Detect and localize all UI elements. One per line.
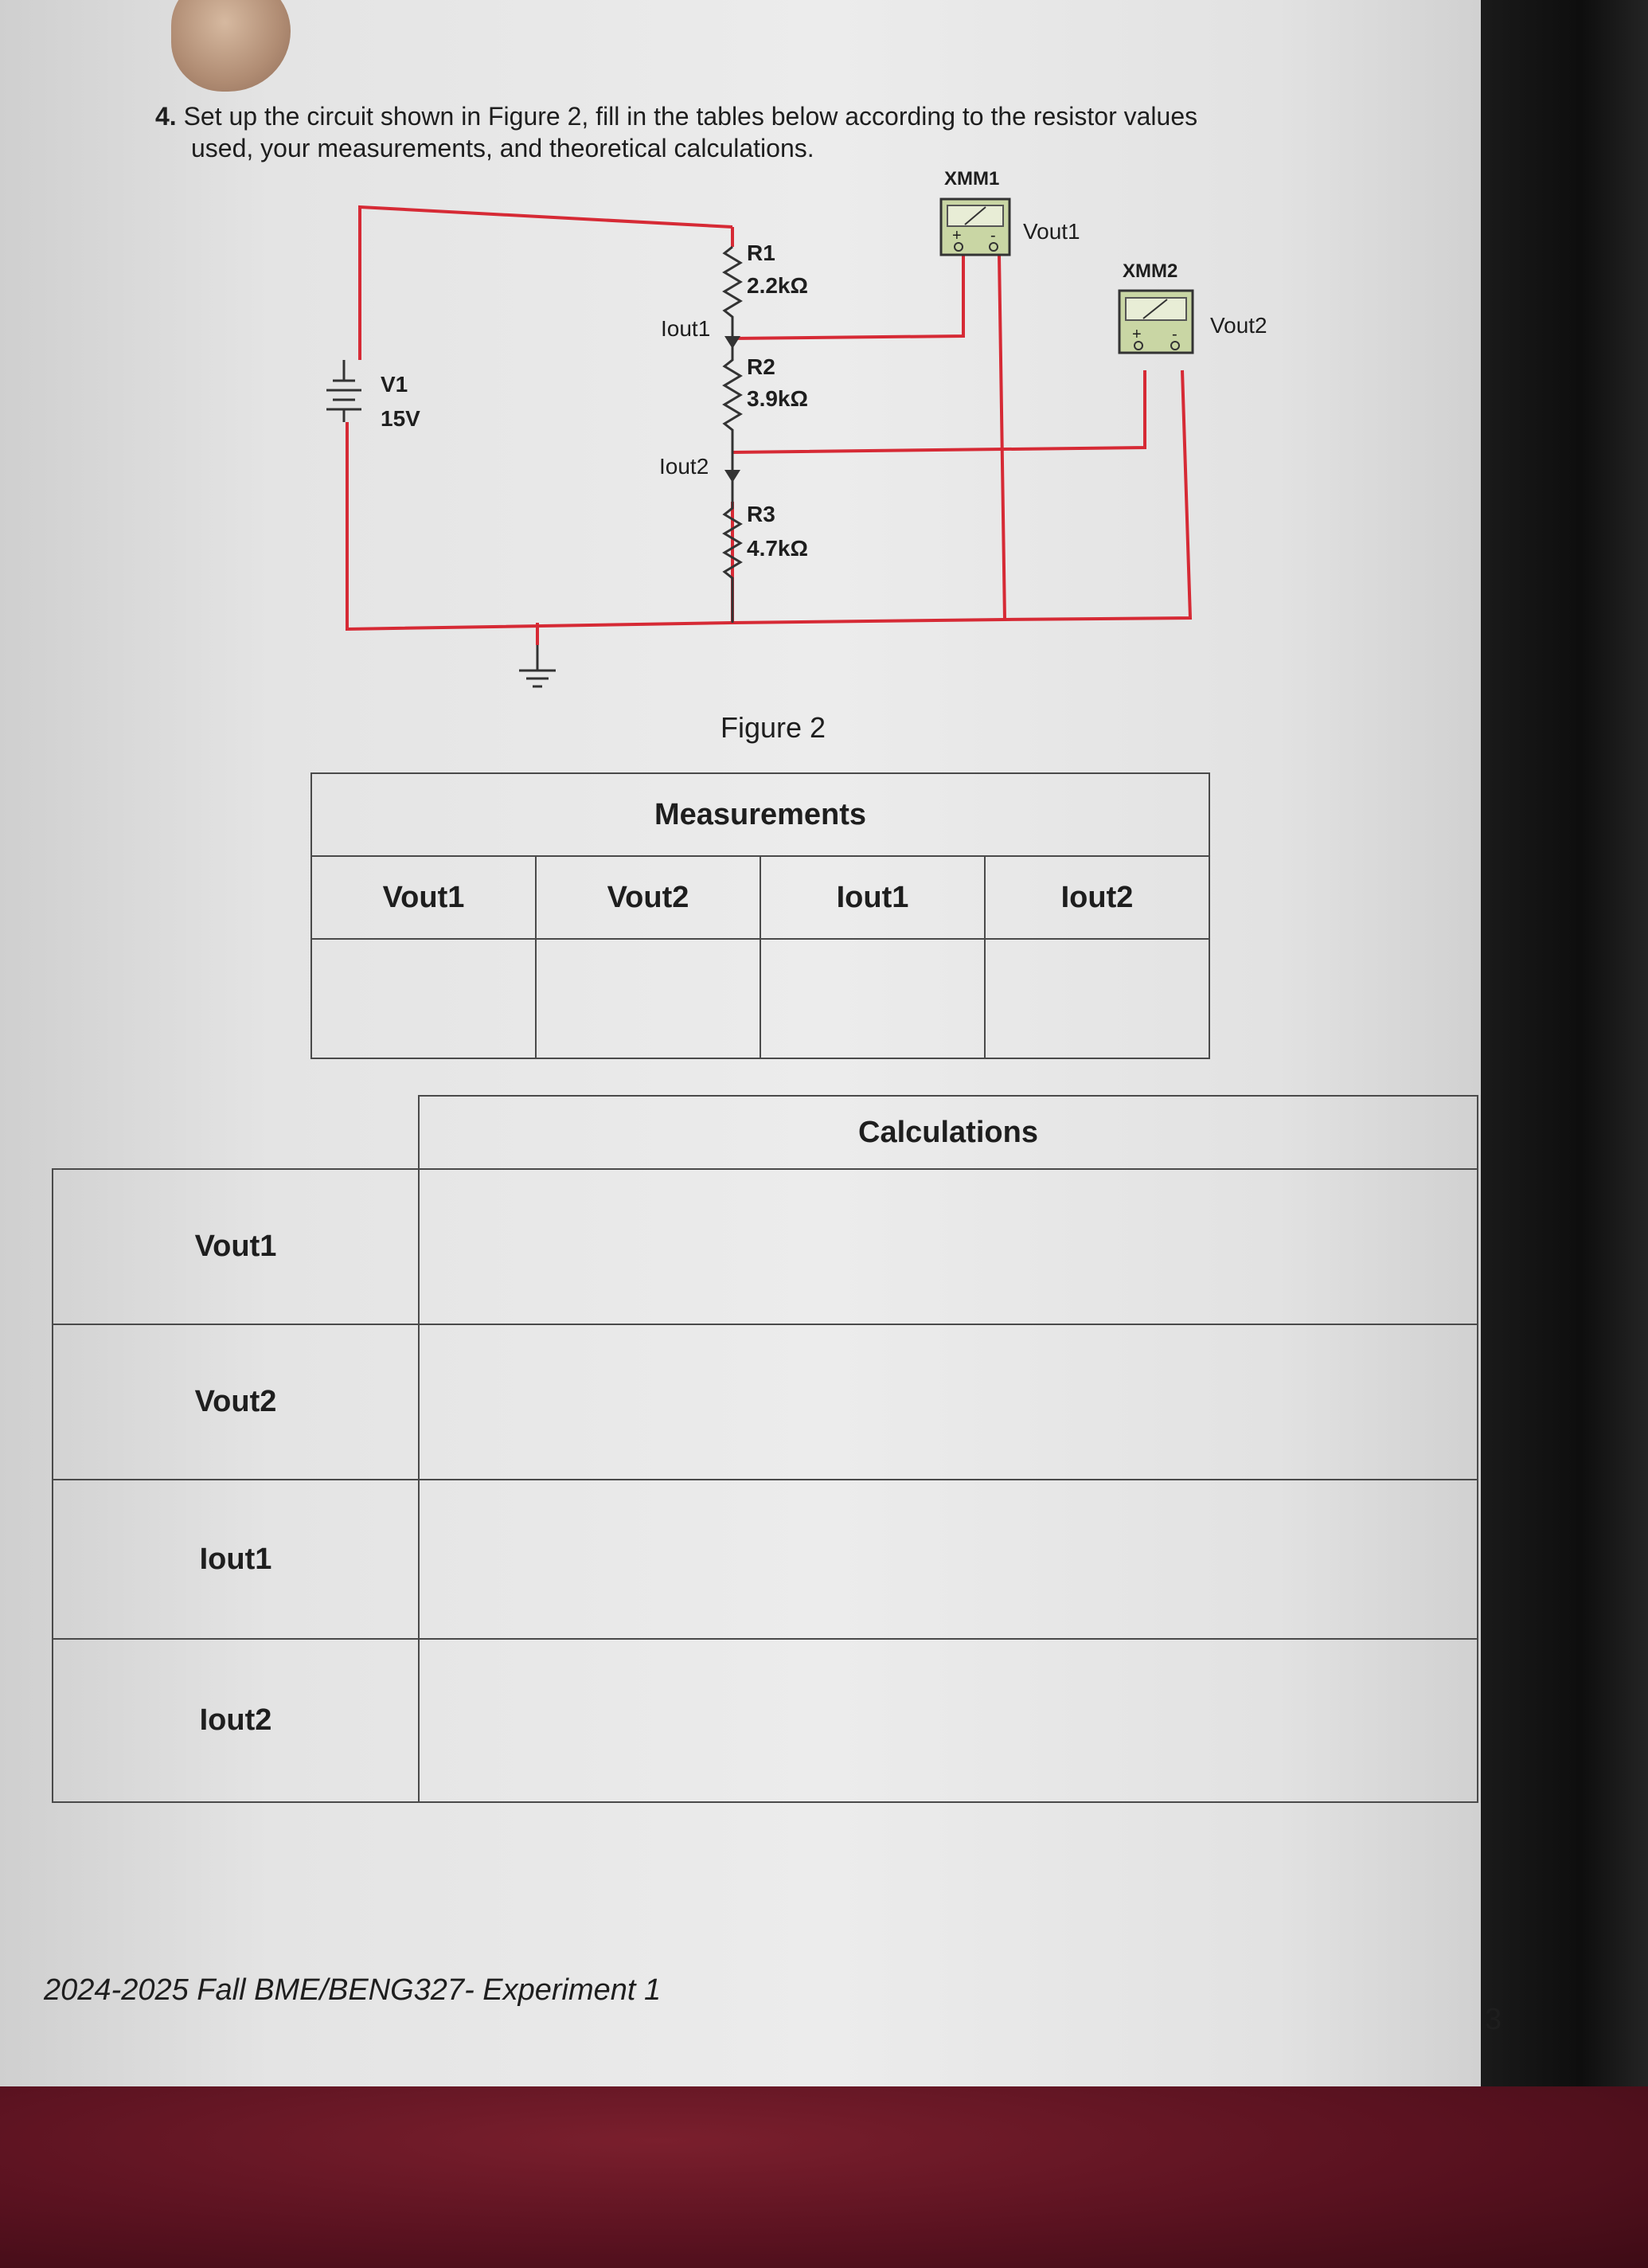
question-number: 4. [155,102,177,131]
resistor-zigzags [722,245,743,623]
footer-course-title: 2024-2025 Fall BME/BENG327- Experiment 1 [44,1973,662,2007]
calculations-label-vout2: Vout2 [52,1324,420,1480]
measurements-cell-iout2[interactable] [984,938,1210,1059]
iout2-label: Iout2 [659,454,709,479]
measurements-cell-vout2[interactable] [535,938,761,1059]
measurements-cell-iout1[interactable] [760,938,986,1059]
calculations-cell-vout2[interactable] [418,1324,1478,1480]
multimeter-xmm2-icon [1118,289,1194,354]
multimeter-xmm1-icon [939,197,1011,256]
r2-name: R2 [747,354,775,379]
calculations-table: Calculations Vout1 Vout2 Iout1 Iout2 [52,1095,1478,1803]
fabric-foreground [0,2086,1648,2268]
measurements-title: Measurements [310,772,1210,857]
calculations-cell-iout2[interactable] [418,1638,1478,1803]
calculations-cell-iout1[interactable] [418,1479,1478,1640]
calculations-label-vout1: Vout1 [52,1168,420,1325]
question-text-1: Set up the circuit shown in Figure 2, fi… [183,102,1198,131]
r3-name: R3 [747,502,775,526]
battery-v1-symbol [326,360,361,422]
iout1-arrow [724,336,740,349]
measurements-header-iout2: Iout2 [984,855,1210,940]
r1-name: R1 [747,240,775,265]
measurements-header-vout2: Vout2 [535,855,761,940]
calculations-cell-vout1[interactable] [418,1168,1478,1325]
r3-value: 4.7kΩ [747,536,808,561]
circuit-diagram: V1 15V R1 2.2kΩ R2 3.9kΩ R3 4.7kΩ Iout1 … [326,168,1267,688]
iout1-label: Iout1 [661,316,710,341]
v1-value: 15V [381,406,420,431]
tablet-bezel [1481,0,1648,2268]
calculations-label-iout2: Iout2 [52,1638,420,1803]
xmm2-minus: - [1172,326,1177,343]
ground-symbol [519,645,556,688]
measurements-header-vout1: Vout1 [310,855,537,940]
v1-name: V1 [381,372,408,397]
xmm2-name: XMM2 [1123,260,1177,282]
page-number: 3 [1485,2003,1502,2036]
xmm1-label: Vout1 [1023,219,1080,244]
measurements-cell-vout1[interactable] [310,938,537,1059]
xmm2-plus: + [1132,326,1142,343]
xmm2-label: Vout2 [1210,313,1267,338]
question-line-1: 4. Set up the circuit shown in Figure 2,… [155,102,1197,131]
calculations-label-iout1: Iout1 [52,1479,420,1640]
r2-value: 3.9kΩ [747,386,808,411]
calculations-corner [53,1096,420,1169]
question-line-2: used, your measurements, and theoretical… [191,134,814,162]
measurements-table: Measurements Vout1 Vout2 Iout1 Iout2 [310,772,1210,1059]
iout2-arrow [724,470,740,483]
xmm1-minus: - [990,227,996,244]
xmm1-plus: + [952,227,962,244]
xmm1-name: XMM1 [944,168,999,190]
figure-caption: Figure 2 [721,711,826,744]
measurements-header-iout1: Iout1 [760,855,986,940]
calculations-title: Calculations [418,1095,1478,1170]
r1-value: 2.2kΩ [747,273,808,298]
